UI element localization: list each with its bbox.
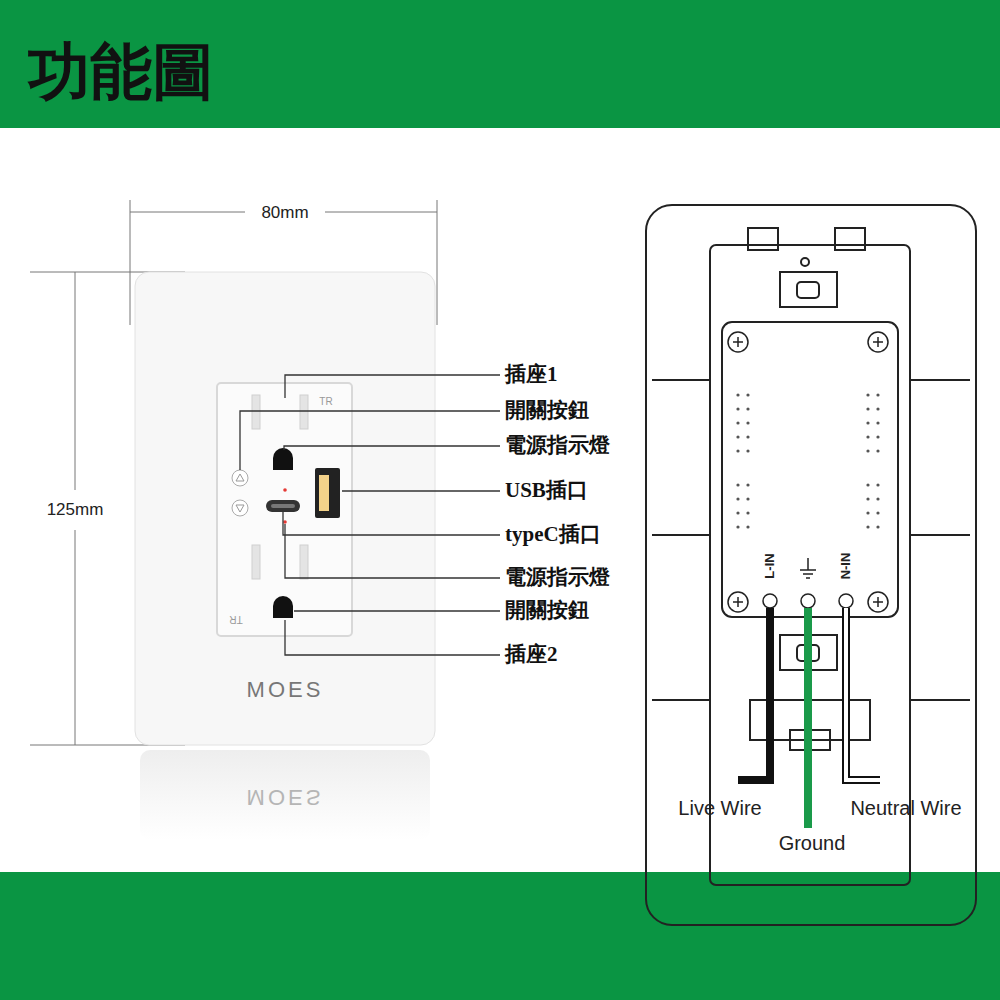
- vent-hole: [876, 497, 879, 500]
- vent-hole: [876, 525, 879, 528]
- vent-hole: [736, 449, 739, 452]
- vent-hole: [866, 497, 869, 500]
- vent-hole: [736, 393, 739, 396]
- vent-hole: [866, 421, 869, 424]
- vent-hole: [866, 483, 869, 486]
- callout-label: 電源指示燈: [505, 566, 610, 589]
- vent-hole: [876, 407, 879, 410]
- footer-band: [0, 872, 1000, 1000]
- vent-hole: [746, 421, 749, 424]
- vent-hole: [736, 497, 739, 500]
- wire-label: Ground: [779, 832, 846, 854]
- vent-hole: [746, 393, 749, 396]
- callout-label: typeC插口: [505, 523, 601, 546]
- callout-label: 開關按鈕: [505, 399, 589, 422]
- vent-hole: [746, 497, 749, 500]
- vent-hole: [736, 525, 739, 528]
- vent-hole: [866, 407, 869, 410]
- dimension: 80mm: [258, 204, 311, 223]
- vent-hole: [876, 483, 879, 486]
- vent-hole: [736, 407, 739, 410]
- wire-label: Neutral Wire: [850, 797, 961, 819]
- vent-hole: [866, 435, 869, 438]
- vent-hole: [866, 511, 869, 514]
- vent-hole: [746, 435, 749, 438]
- brand-reflection: MOES: [247, 785, 324, 809]
- wire-label: Live Wire: [678, 797, 761, 819]
- terminal-label: L-IN: [763, 553, 777, 578]
- vent-hole: [876, 435, 879, 438]
- callout-label: 開關按鈕: [505, 599, 589, 622]
- vent-hole: [746, 449, 749, 452]
- vent-hole: [746, 511, 749, 514]
- vent-hole: [736, 483, 739, 486]
- vent-hole: [866, 393, 869, 396]
- terminal-label: N-IN: [839, 553, 853, 580]
- vent-hole: [736, 421, 739, 424]
- vent-hole: [746, 483, 749, 486]
- vent-hole: [876, 449, 879, 452]
- socket-mark: TR: [319, 396, 332, 407]
- callout-label: 插座1: [505, 363, 558, 386]
- brand-logo: MOES: [247, 678, 324, 702]
- vent-hole: [746, 525, 749, 528]
- callout-label: 插座2: [505, 643, 558, 666]
- vent-hole: [736, 511, 739, 514]
- vent-hole: [736, 435, 739, 438]
- callout-label: USB插口: [505, 479, 588, 502]
- vent-hole: [866, 449, 869, 452]
- vent-hole: [876, 393, 879, 396]
- vent-hole: [746, 407, 749, 410]
- vent-hole: [876, 511, 879, 514]
- socket-mark: TR: [229, 614, 242, 625]
- callout-label: 電源指示燈: [505, 434, 610, 457]
- vent-hole: [876, 421, 879, 424]
- dimension: 125mm: [44, 501, 107, 520]
- vent-hole: [866, 525, 869, 528]
- title: 功能圖: [28, 38, 214, 106]
